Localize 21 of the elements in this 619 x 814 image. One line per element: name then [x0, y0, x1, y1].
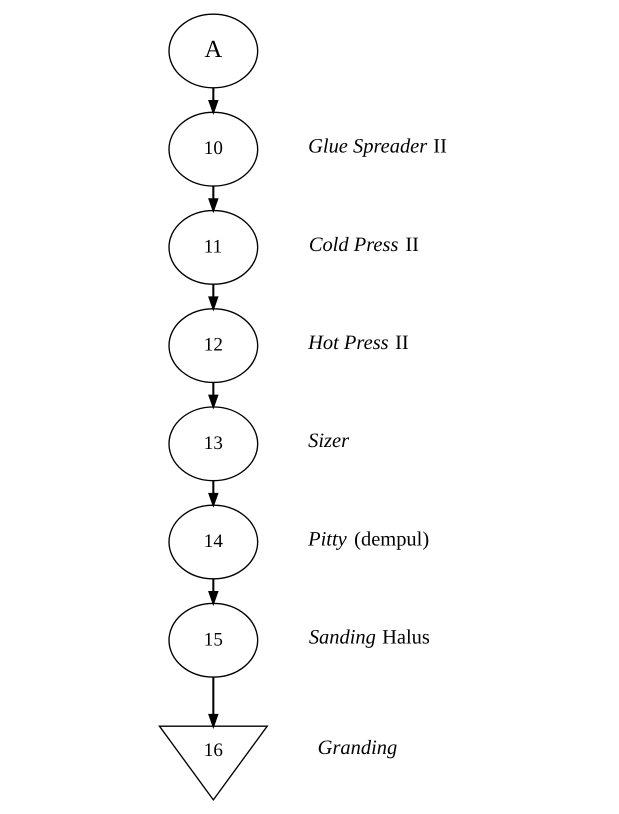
- arrow: [208, 186, 219, 214]
- node-ellipse: 12: [168, 308, 258, 384]
- arrow: [208, 480, 219, 508]
- node-ellipse: 15: [168, 602, 258, 678]
- node-label: Hot Press II: [308, 332, 409, 354]
- arrow: [208, 678, 219, 729]
- arrow: [208, 382, 219, 410]
- node-ellipse: 11: [168, 210, 258, 285]
- node-ellipse: 10: [168, 112, 258, 187]
- node-label: Sanding Halus: [308, 626, 430, 649]
- node-label: Sizer: [308, 430, 350, 452]
- node-label: Cold Press II: [308, 234, 419, 256]
- node-label: Glue Spreader II: [308, 136, 447, 158]
- node-label: Granding: [318, 737, 398, 760]
- arrow: [208, 284, 219, 312]
- arrow: [208, 88, 219, 116]
- node-label: Pitty (dempul): [308, 528, 430, 550]
- node-ellipse: A: [168, 13, 258, 88]
- node-ellipse: 13: [168, 406, 258, 482]
- arrow: [208, 578, 219, 606]
- node-ellipse: 14: [168, 504, 258, 580]
